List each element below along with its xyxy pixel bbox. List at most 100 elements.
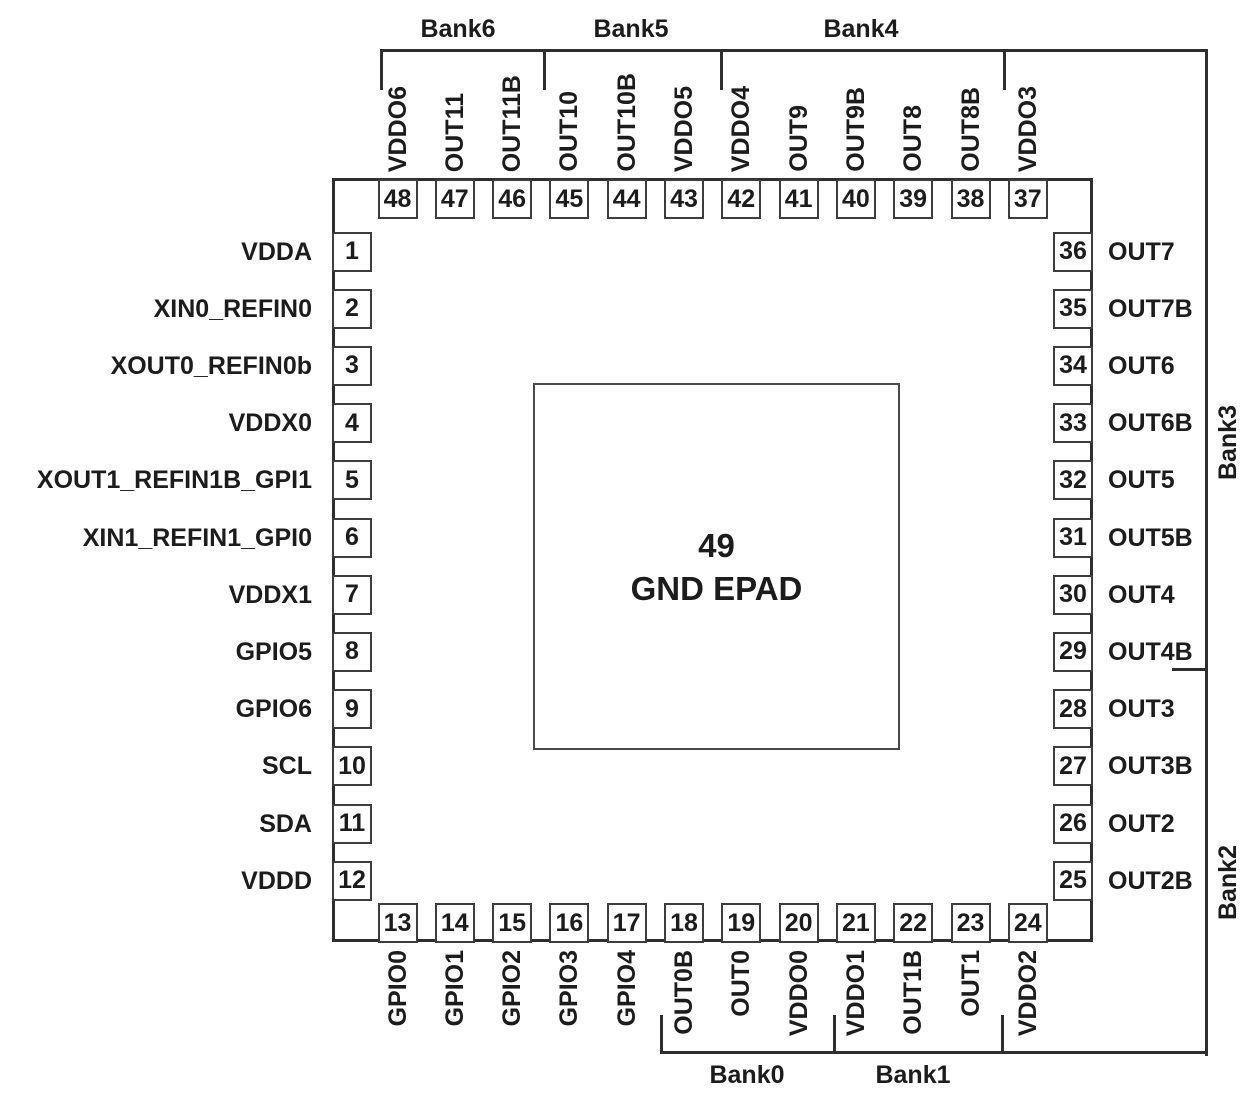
pin-label-text: XIN1_REFIN1_GPI0: [82, 523, 312, 552]
bank-bracket-line: [1172, 668, 1208, 671]
pin-label: OUT11B: [497, 40, 527, 172]
pin-label-text: GPIO3: [555, 950, 584, 1027]
pin-label: OUT7B: [1108, 295, 1256, 323]
pin-label: GPIO4: [612, 950, 642, 1100]
pin-box: 23: [950, 903, 991, 943]
pin-label-text: OUT2: [1108, 809, 1175, 838]
bank-label-text: Bank6: [420, 15, 496, 43]
pin-box: 10: [332, 746, 372, 787]
pin-box: 34: [1053, 345, 1093, 386]
pin-label-text: GPIO5: [235, 637, 312, 666]
pin-box: 24: [1007, 903, 1048, 943]
pin-label: OUT10: [554, 40, 584, 172]
pin-box: 33: [1053, 403, 1093, 444]
pin-label-text: XOUT1_REFIN1B_GPI1: [36, 466, 312, 495]
pin-box-text: 12: [338, 866, 366, 895]
pin-label-text: XOUT0_REFIN0b: [110, 351, 312, 380]
pin-box: 30: [1053, 574, 1093, 615]
pin-box-text: 44: [612, 184, 641, 213]
pin-label: XOUT0_REFIN0b: [10, 352, 312, 380]
pin-box-text: 39: [899, 184, 928, 213]
pin-box: 11: [332, 803, 372, 844]
pin-label: VDDD: [10, 867, 312, 895]
pin-label: SDA: [10, 810, 312, 838]
pin-label-text: OUT6B: [1108, 409, 1193, 438]
pin-box: 12: [332, 860, 372, 901]
pin-box-text: 37: [1013, 184, 1042, 213]
pin-box-text: 29: [1059, 637, 1087, 666]
bank-bracket-line: [543, 49, 546, 90]
pin-box-text: 46: [498, 184, 526, 213]
pin-box: 4: [332, 403, 372, 444]
pin-box-text: 30: [1059, 580, 1087, 609]
pin-box: 21: [835, 903, 876, 943]
pin-box: 28: [1053, 689, 1093, 730]
pin-box: 41: [778, 179, 819, 219]
pin-box: 39: [893, 179, 934, 219]
pin-box: 29: [1053, 631, 1093, 672]
bank-label: Bank3: [1211, 383, 1245, 503]
bank-label-text: Bank5: [593, 15, 669, 43]
chip-outline: [332, 178, 1093, 942]
pin-label: XIN1_REFIN1_GPI0: [10, 524, 312, 552]
pin-label-text: OUT7B: [1108, 294, 1193, 323]
bank-bracket-line: [660, 1015, 663, 1054]
pin-box: 26: [1053, 803, 1093, 844]
pin-label: OUT6: [1108, 352, 1256, 380]
pin-label-text: OUT8: [899, 105, 928, 172]
pin-label-text: SCL: [262, 752, 312, 781]
pin-label: VDDX0: [10, 409, 312, 437]
pin-box-text: 27: [1059, 751, 1087, 780]
pin-box-text: 7: [345, 580, 359, 609]
pin-label-text: OUT1: [956, 950, 985, 1017]
pin-label: OUT9B: [841, 40, 871, 172]
pin-label-text: OUT5B: [1108, 523, 1193, 552]
pin-box: 14: [434, 903, 475, 943]
pin-label: VDDO3: [1013, 40, 1043, 172]
pin-box-text: 10: [338, 751, 366, 780]
pin-label-text: OUT11: [440, 92, 469, 172]
bank-bracket-line: [1001, 1015, 1004, 1054]
pin-label-text: OUT8B: [956, 87, 985, 172]
pin-box: 37: [1007, 179, 1048, 219]
pin-label: GPIO6: [10, 695, 312, 723]
pin-box-text: 15: [498, 908, 526, 937]
pin-label-text: GPIO2: [498, 950, 527, 1027]
pin-box-text: 42: [727, 184, 756, 213]
pin-label-text: OUT9: [784, 105, 813, 172]
pin-box: 2: [332, 288, 372, 329]
pin-label-text: OUT3B: [1108, 752, 1193, 781]
pin-box: 31: [1053, 517, 1093, 558]
pin-label-text: OUT0B: [670, 950, 698, 1035]
pin-label: OUT2: [1108, 810, 1256, 838]
pin-box: 27: [1053, 746, 1093, 787]
bank-bracket-line: [833, 1015, 836, 1054]
pin-box-text: 3: [345, 351, 359, 380]
pin-box-text: 36: [1059, 237, 1087, 265]
pin-box-text: 23: [956, 908, 985, 937]
pin-label: OUT10B: [612, 40, 642, 172]
pin-box: 7: [332, 574, 372, 615]
pin-box: 48: [377, 179, 418, 219]
pin-label: OUT6B: [1108, 409, 1256, 437]
pin-box: 38: [950, 179, 991, 219]
bank-label: Bank5: [551, 16, 711, 42]
bank-label: Bank4: [781, 16, 941, 42]
pin-box-text: 21: [841, 908, 870, 937]
bank-bracket-line: [720, 49, 723, 90]
pin-box-text: 31: [1059, 523, 1087, 551]
pin-box-text: 25: [1059, 866, 1087, 895]
pin-label: VDDA: [10, 238, 312, 266]
pin-box: 44: [606, 179, 647, 219]
bank-label-text: Bank2: [1214, 845, 1242, 921]
pin-label-text: VDDO6: [383, 85, 412, 172]
pin-label-text: OUT7: [1108, 237, 1175, 266]
pin-box: 9: [332, 689, 372, 730]
pin-label: VDDO4: [726, 40, 756, 172]
pin-box: 35: [1053, 288, 1093, 329]
pin-box: 22: [893, 903, 934, 943]
bank-bracket-line: [380, 49, 383, 90]
pin-box-text: 13: [383, 908, 412, 937]
pin-box-text: 22: [899, 908, 928, 937]
